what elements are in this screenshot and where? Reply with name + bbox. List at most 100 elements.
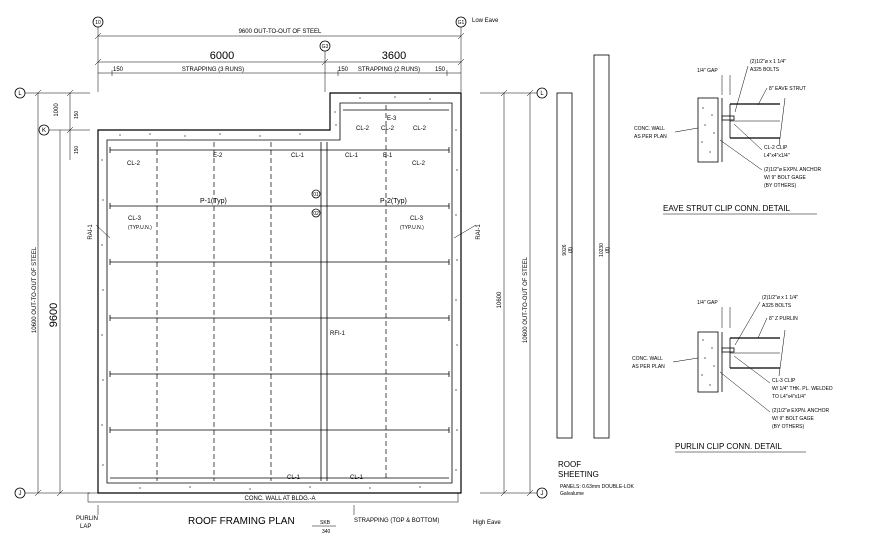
grid-bubble-j-right: J (536, 487, 548, 499)
svg-text:(2)1/2"ø EXPN. ANCHOR: (2)1/2"ø EXPN. ANCHOR (764, 167, 821, 173)
conc-wall-label: CONC. WALL AT BLDG.-A (244, 496, 315, 502)
grid-bubble-g3: G3 (319, 40, 331, 52)
svg-text:L: L (18, 91, 22, 97)
svg-text:6000: 6000 (210, 50, 234, 62)
purlin-clip-detail: 1/4" GAP (2)1/2"ø x 1 1/4" A325 BOLTS 8"… (632, 295, 833, 453)
svg-text:J: J (19, 491, 22, 497)
detail-tag-01: 01 (311, 189, 321, 199)
sheeting-title: ROOF (558, 460, 581, 469)
scale-bottom: 340 (322, 529, 331, 535)
svg-text:10600 OUT-TO-OUT OF STEEL: 10600 OUT-TO-OUT OF STEEL (523, 256, 529, 343)
eave-strut-detail: 1/4" GAP (2)1/2"ø x 1 1/4" A325 BOLTS 8"… (634, 59, 821, 215)
svg-text:STRAPPING (2 RUNS): STRAPPING (2 RUNS) (358, 67, 420, 73)
clip-label-cl2: CL-2 (412, 161, 426, 167)
svg-text:1000: 1000 (54, 103, 60, 117)
svg-text:8" EAVE STRUT: 8" EAVE STRUT (769, 86, 806, 92)
rai-label-right: RAI-1 (476, 224, 482, 240)
eave-detail-title: EAVE STRUT CLIP CONN. DETAIL (663, 204, 791, 213)
svg-text:10: 10 (95, 20, 101, 26)
svg-text:(2)1/2"ø EXPN. ANCHOR: (2)1/2"ø EXPN. ANCHOR (772, 408, 829, 414)
clip-label-cl3: CL-3 (128, 216, 142, 222)
svg-text:L4"x4"x1/4": L4"x4"x1/4" (764, 153, 790, 159)
clip-label-cl1: CL-1 (345, 153, 359, 159)
svg-text:CL-2 CLIP: CL-2 CLIP (764, 145, 788, 151)
rai-label-left: RAI-1 (88, 224, 94, 240)
plan-labels: CL-2 E-2 CL-1 CL-1 E-1 CL-2 CL-2 E-3 CL-… (88, 116, 482, 481)
bottom-labels: PURLIN LAP ROOF FRAMING PLAN SKB 340 STR… (76, 505, 501, 535)
strapping-note: STRAPPING (TOP & BOTTOM) (354, 518, 439, 524)
svg-text:150: 150 (113, 67, 124, 73)
grid-bubble-k-left: K (38, 124, 50, 136)
roof-sheeting-panels: 9026 (8) 10230 (8) ROOF SHEETING PANELS:… (556, 54, 634, 497)
grid-bubble-j-left: J (14, 487, 26, 499)
svg-text:W/ 9" BOLT GAGE: W/ 9" BOLT GAGE (772, 416, 815, 422)
grid-bubble-g1: G1 (455, 16, 467, 28)
svg-text:A325 BOLTS: A325 BOLTS (750, 67, 780, 73)
svg-text:150: 150 (338, 67, 349, 73)
svg-text:G3: G3 (322, 44, 329, 50)
clip-label-cl2: CL-2 (381, 126, 395, 132)
svg-text:(2)1/2"ø x 1 1/4": (2)1/2"ø x 1 1/4" (762, 295, 798, 301)
purlin-detail-title: PURLIN CLIP CONN. DETAIL (675, 442, 782, 451)
svg-text:AS PER PLAN: AS PER PLAN (634, 134, 667, 140)
svg-text:10600 OUT-TO-OUT OF STEEL: 10600 OUT-TO-OUT OF STEEL (32, 246, 38, 333)
purlin-label-p1: P-1(Typ) (200, 198, 227, 205)
svg-text:1/4" GAP: 1/4" GAP (697, 68, 718, 74)
purlin-lines (109, 109, 450, 479)
svg-text:3600: 3600 (382, 50, 406, 62)
clip-label-cl2: CL-2 (356, 126, 370, 132)
low-eave-label: Low Eave (472, 18, 499, 24)
svg-text:(8): (8) (568, 247, 574, 253)
clip-label-cl1: CL-1 (287, 475, 301, 481)
strapping-lines (156, 105, 387, 481)
svg-text:(2)1/2"ø x 1 1/4": (2)1/2"ø x 1 1/4" (750, 59, 786, 65)
svg-text:9026: 9026 (562, 244, 568, 255)
strapping-runs-dims: STRAPPING (3 RUNS) STRAPPING (2 RUNS) 15… (98, 67, 461, 76)
grid-bubble-l-left: L (14, 87, 26, 99)
svg-text:K: K (42, 128, 46, 134)
clip-label-cl3: CL-3 (410, 216, 424, 222)
svg-text:9600 OUT-TO-OUT OF STEEL: 9600 OUT-TO-OUT OF STEEL (239, 29, 322, 35)
typ-label: (TYP.U.N.) (400, 225, 424, 231)
high-eave-label: High Eave (473, 520, 501, 526)
svg-text:01: 01 (313, 192, 319, 198)
svg-text:10230: 10230 (599, 243, 605, 257)
purlin-label-p2: P-2(Typ) (380, 198, 407, 205)
svg-text:STRAPPING (3 RUNS): STRAPPING (3 RUNS) (182, 67, 244, 73)
bay-dimension-6000: 6000 (94, 50, 329, 66)
svg-text:W/ 9" BOLT GAGE: W/ 9" BOLT GAGE (764, 175, 807, 181)
svg-text:150: 150 (74, 146, 80, 155)
svg-text:L: L (540, 91, 544, 97)
lap-label: LAP (80, 524, 91, 530)
bay-dimension-3600: 3600 (325, 50, 465, 66)
svg-text:(8): (8) (605, 247, 611, 253)
sheeting-title: SHEETING (558, 470, 599, 479)
svg-text:CONC. WALL: CONC. WALL (632, 356, 663, 362)
svg-text:(BY OTHERS): (BY OTHERS) (772, 424, 804, 430)
svg-text:1/4" GAP: 1/4" GAP (697, 300, 718, 306)
svg-text:CL-3 CLIP: CL-3 CLIP (772, 378, 796, 384)
svg-text:8" Z PURLIN: 8" Z PURLIN (769, 316, 798, 322)
concrete-wall-outline: CONC. WALL AT BLDG.-A (87, 92, 462, 503)
svg-text:10600: 10600 (497, 291, 503, 308)
roof-framing-plan-title: ROOF FRAMING PLAN (188, 516, 295, 527)
svg-text:9600: 9600 (48, 303, 60, 327)
eave-label-e1: E-1 (383, 153, 393, 159)
detail-tag-02: 02 (311, 208, 321, 218)
clip-label-cl1: CL-1 (291, 153, 305, 159)
top-overall-dimension: 9600 OUT-TO-OUT OF STEEL (94, 29, 465, 40)
right-dimensions: 10600 10600 OUT-TO-OUT OF STEEL (497, 89, 534, 497)
typ-label: (TYP.U.N.) (128, 225, 152, 231)
sheeting-note: PANELS: 0.63mm DOUBLE-LOK (560, 484, 634, 490)
svg-text:02: 02 (313, 211, 319, 217)
scale-top: SKB (320, 520, 331, 526)
svg-text:(BY OTHERS): (BY OTHERS) (764, 183, 796, 189)
svg-text:TO L4"x4"x1/4": TO L4"x4"x1/4" (772, 394, 806, 400)
rfi-label: RFI-1 (330, 331, 346, 337)
clip-label-cl1: CL-1 (350, 475, 364, 481)
eave-label-e3: E-3 (387, 116, 397, 122)
grid-bubble-l-right: L (536, 87, 548, 99)
eave-label-e2: E-2 (213, 153, 223, 159)
svg-text:J: J (541, 491, 544, 497)
